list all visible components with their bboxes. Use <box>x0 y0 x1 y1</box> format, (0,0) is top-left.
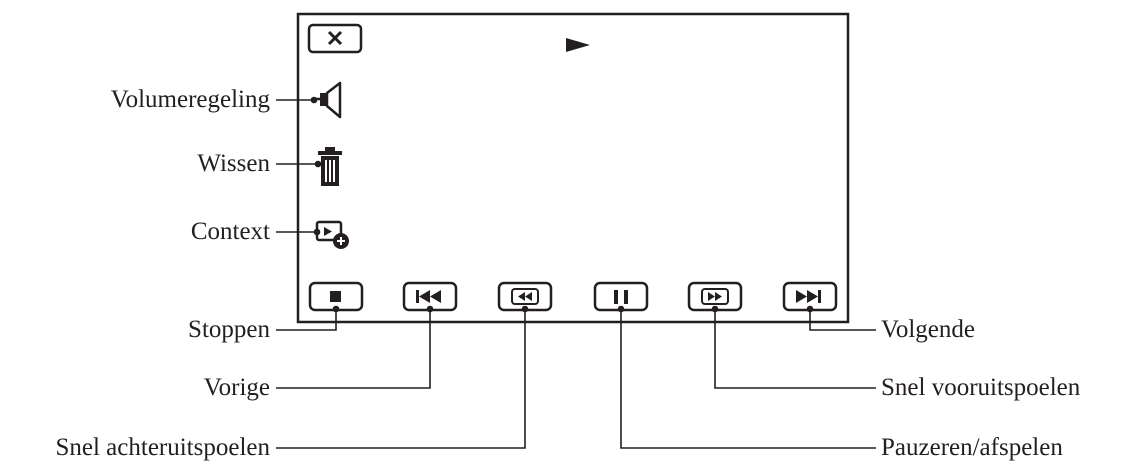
label-previous: Vorige <box>203 374 270 401</box>
leader-dot-previous <box>426 305 434 313</box>
previous-button[interactable] <box>402 281 458 312</box>
leader-dot-next <box>806 305 814 313</box>
leader-dot-context <box>313 228 321 236</box>
close-icon <box>327 30 343 46</box>
leader-lines <box>276 96 876 449</box>
fast-forward-icon <box>701 288 729 305</box>
leader-stop <box>276 309 337 331</box>
label-stop: Stoppen <box>188 316 270 343</box>
stop-button[interactable] <box>308 281 364 312</box>
leader-fast-forward <box>714 309 876 389</box>
leader-next <box>809 309 876 331</box>
leader-pause <box>620 309 876 449</box>
leader-dot-fast-forward <box>711 305 719 313</box>
leader-previous <box>276 309 431 389</box>
leader-dot-delete <box>314 160 322 168</box>
speaker-icon[interactable] <box>314 81 342 119</box>
label-fast-forward: Snel vooruitspoelen <box>881 374 1081 401</box>
skip-next-icon <box>796 290 821 303</box>
label-context: Context <box>190 218 270 245</box>
play-icon <box>566 38 590 52</box>
rewind-icon <box>511 288 539 305</box>
leader-dot-pause <box>617 305 625 313</box>
fast-forward-button[interactable] <box>687 281 743 312</box>
label-pause-play: Pauzeren/afspelen <box>881 434 1063 461</box>
label-rewind: Snel achteruitspoelen <box>55 434 270 461</box>
next-button[interactable] <box>782 281 838 312</box>
pause-icon <box>614 290 628 304</box>
leader-dot-volume <box>310 96 318 104</box>
context-menu-icon[interactable] <box>315 220 349 249</box>
label-next: Volgende <box>881 316 975 343</box>
skip-previous-icon <box>416 290 441 303</box>
leader-dot-rewind <box>521 305 529 313</box>
label-delete: Wissen <box>197 150 270 177</box>
stop-icon <box>330 291 341 302</box>
label-volume: Volumeregeling <box>110 86 270 113</box>
close-button[interactable] <box>307 23 363 54</box>
screen-frame <box>296 12 850 324</box>
trash-icon[interactable] <box>318 147 342 186</box>
leader-rewind <box>276 309 526 449</box>
leader-dot-stop <box>332 305 340 313</box>
